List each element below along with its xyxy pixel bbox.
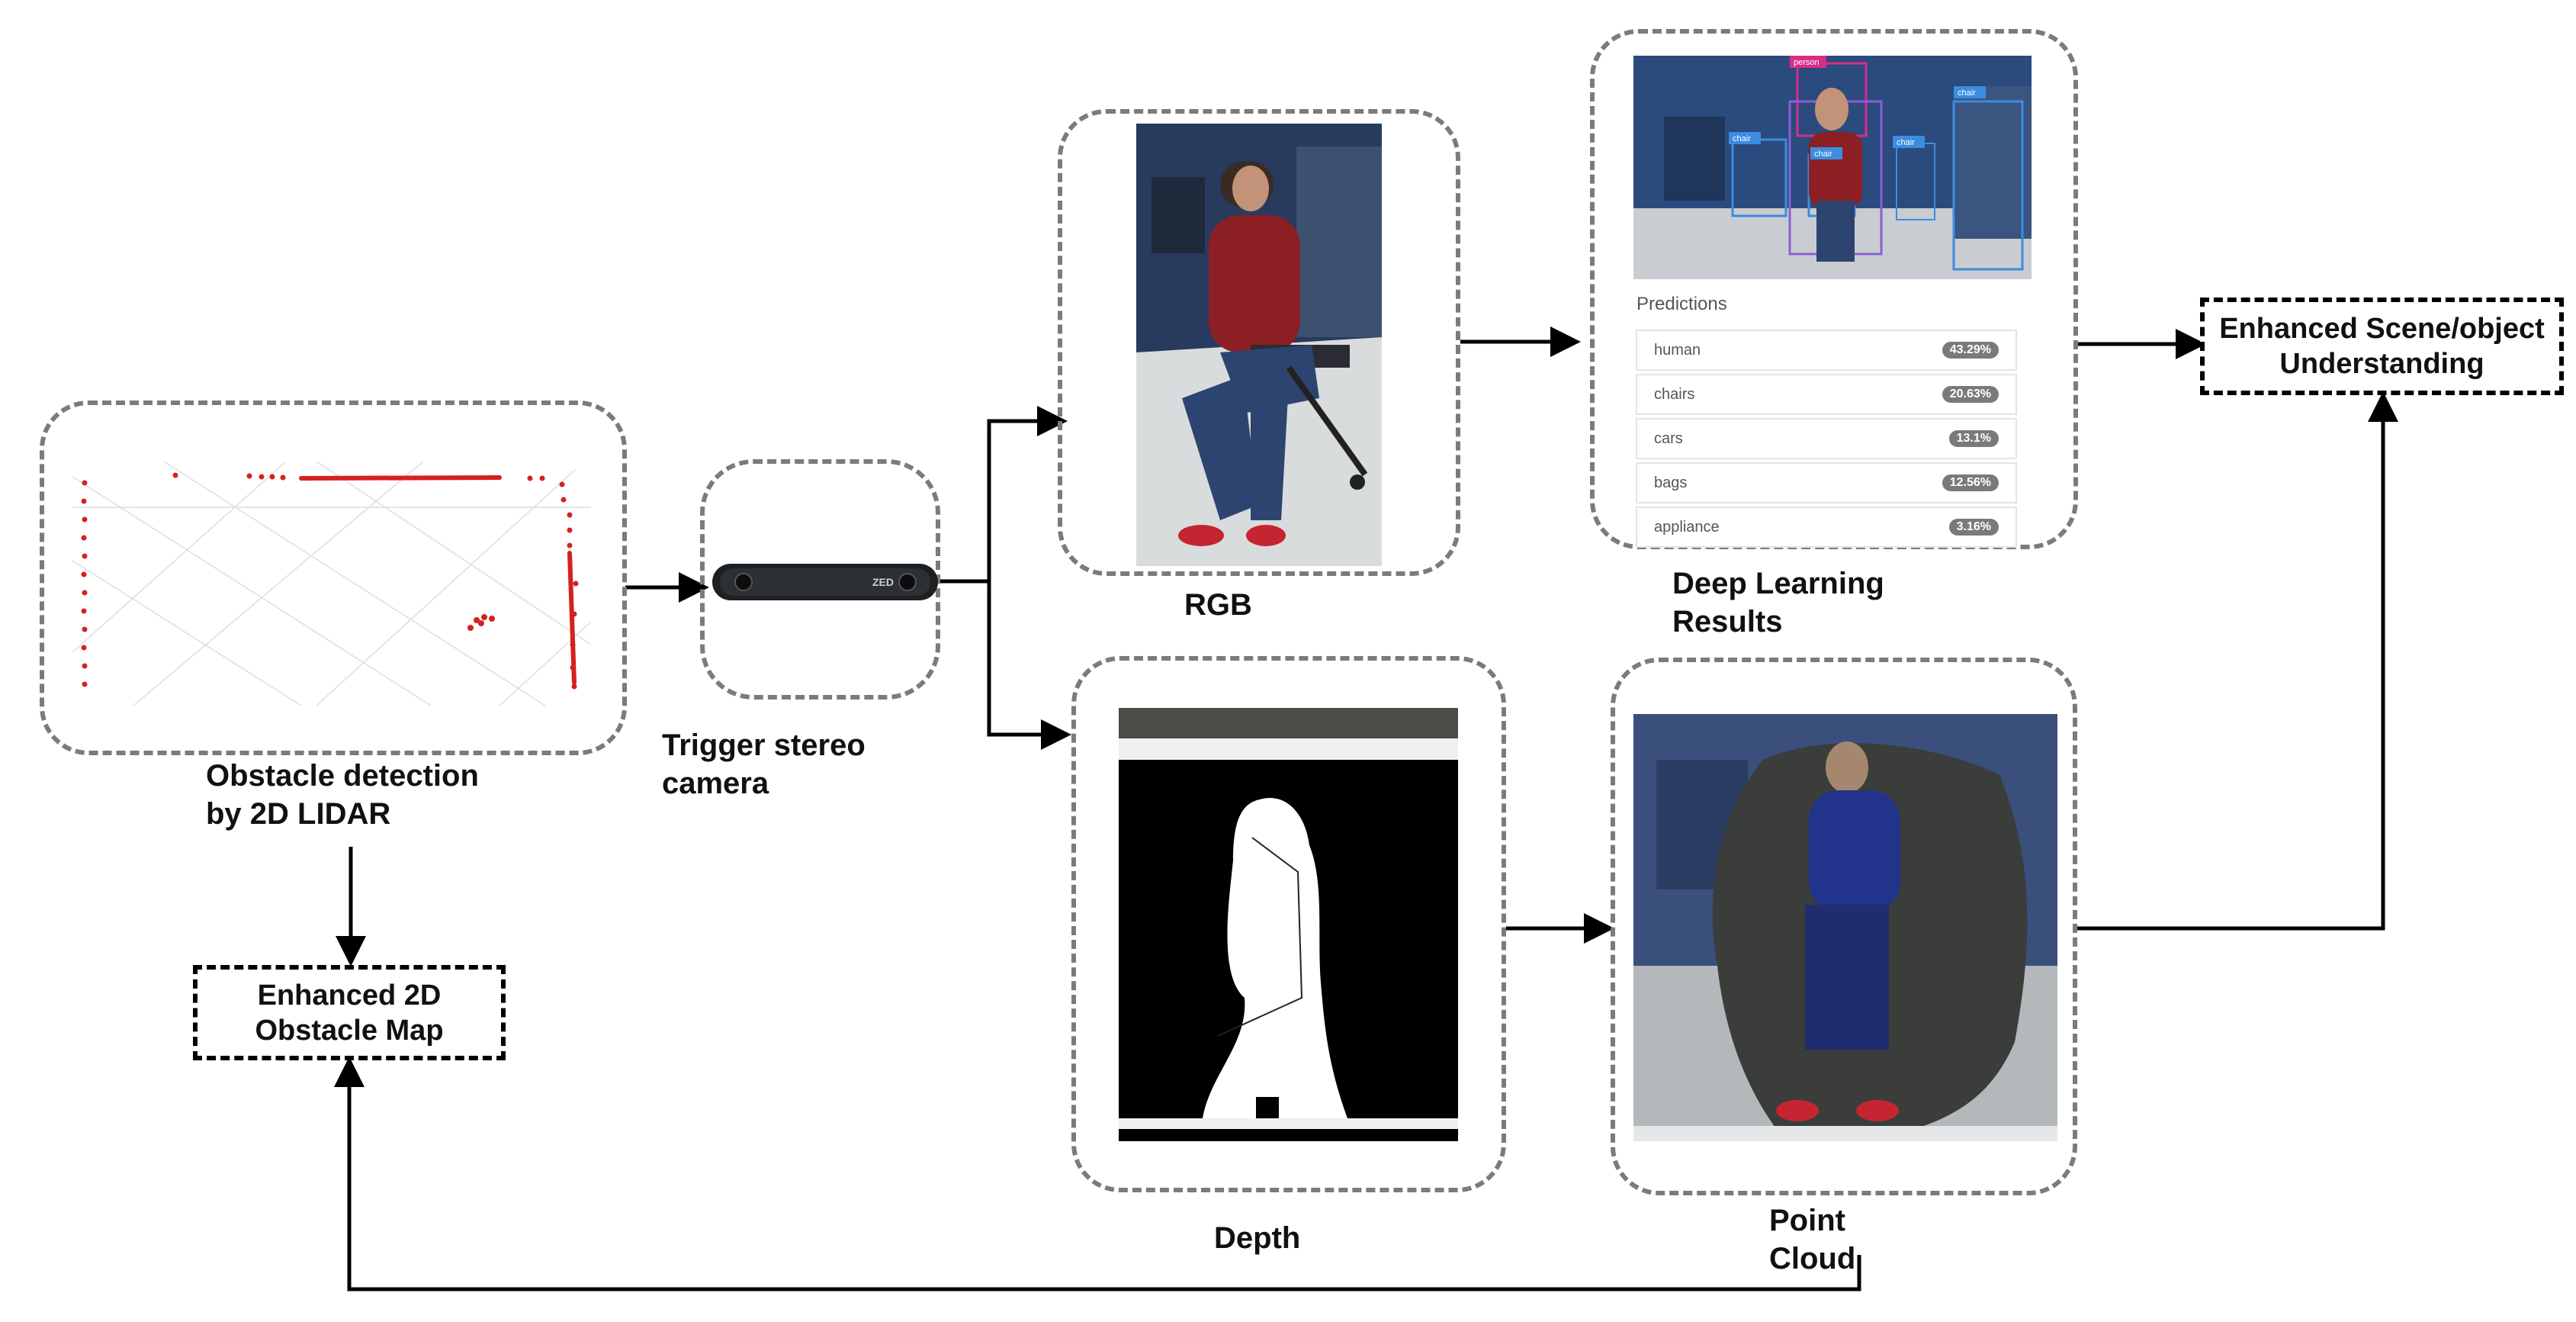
depth-label: Depth — [1214, 1221, 1301, 1255]
prediction-value: 20.63% — [1942, 386, 1999, 403]
prediction-name: cars — [1654, 429, 1683, 447]
dl-detection-image: person chair chair chair chair — [1633, 56, 2032, 279]
prediction-row-cars: cars 13.1% — [1636, 418, 2017, 459]
prediction-name: appliance — [1654, 518, 1720, 536]
lidar-scan-image — [72, 462, 591, 706]
arrow-pointcloud-to-scene — [2077, 391, 2398, 931]
predictions-title: Predictions — [1636, 294, 1727, 314]
prediction-name: bags — [1654, 474, 1688, 491]
pointcloud-panel — [1611, 658, 2077, 1195]
detection-tag-chair-2: chair — [1814, 150, 1832, 159]
camera-badge: ZED — [872, 576, 894, 588]
stereo-camera-image: ZED — [712, 564, 938, 600]
rgb-image — [1136, 124, 1382, 566]
camera-panel — [700, 459, 940, 700]
depth-panel — [1071, 656, 1506, 1192]
prediction-value: 43.29% — [1942, 342, 1999, 359]
detection-tag-person: person — [1794, 58, 1820, 67]
prediction-row-human: human 43.29% — [1636, 330, 2017, 371]
lidar-panel — [40, 400, 627, 755]
dl-label: Deep Learning Results — [1672, 567, 1884, 638]
prediction-name: chairs — [1654, 385, 1695, 403]
pointcloud-label: Point Cloud — [1769, 1204, 1856, 1275]
arrow-pointcloud-to-map — [334, 1057, 1861, 1291]
prediction-row-chairs: chairs 20.63% — [1636, 374, 2017, 415]
rgb-label: RGB — [1184, 588, 1252, 622]
lidar-label: Obstacle detection by 2D LIDAR — [206, 759, 479, 831]
prediction-value: 13.1% — [1948, 430, 1999, 447]
detection-tag-chair-3: chair — [1897, 138, 1915, 147]
prediction-row-appliance: appliance 3.16% — [1636, 507, 2017, 548]
pointcloud-image — [1633, 714, 2057, 1141]
depth-image — [1119, 708, 1458, 1141]
prediction-value: 12.56% — [1942, 474, 1999, 491]
prediction-row-bags: bags 12.56% — [1636, 462, 2017, 503]
detection-tag-chair-4: chair — [1958, 88, 1976, 98]
scene-understanding-box: Enhanced Scene/object Understanding — [2200, 298, 2564, 395]
prediction-value: 3.16% — [1948, 519, 1999, 536]
detection-tag-chair-1: chair — [1733, 134, 1751, 143]
camera-label: Trigger stereo camera — [662, 729, 866, 800]
arrow-camera-to-rgb — [940, 406, 1068, 584]
obstacle-map-box: Enhanced 2D Obstacle Map — [193, 965, 506, 1060]
rgb-panel — [1058, 109, 1460, 576]
arrow-camera-to-depth — [987, 581, 1071, 750]
prediction-name: human — [1654, 341, 1701, 359]
